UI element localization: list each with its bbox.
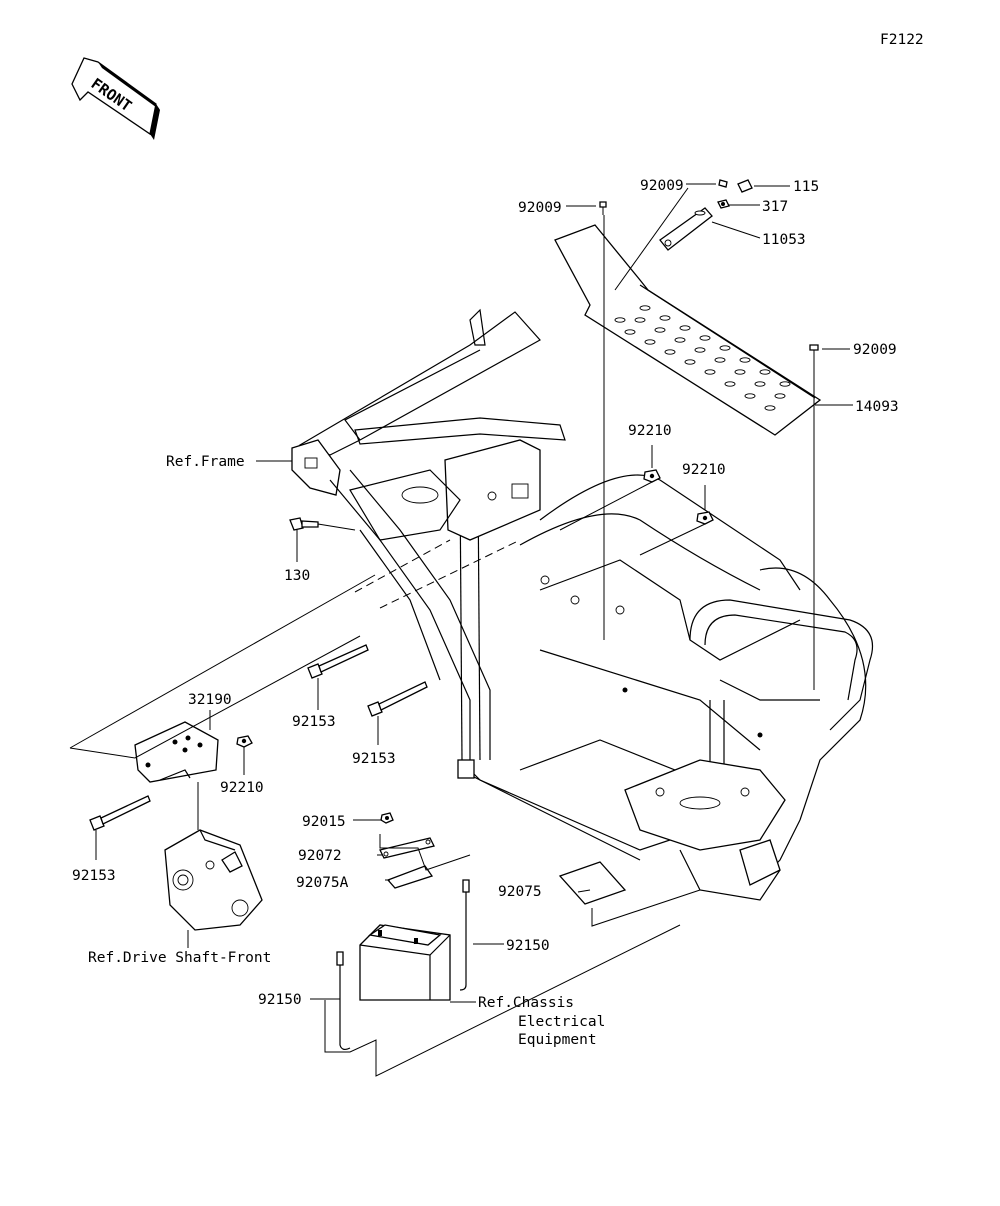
- label-ref-drive-shaft-front: Ref.Drive Shaft-Front: [88, 950, 271, 966]
- nut-92210-c: [236, 735, 253, 748]
- label-92009-a: 92009: [518, 200, 562, 216]
- front-differential: [164, 829, 263, 931]
- bolt-92153-a: [307, 644, 369, 679]
- label-130: 130: [284, 568, 310, 584]
- label-ref-chassis-3: Equipment: [518, 1032, 597, 1048]
- label-92210-a: 92210: [628, 423, 672, 439]
- label-92009-c: 92009: [853, 342, 897, 358]
- rod-92150-b: [336, 951, 351, 1051]
- leader-lines: [69, 183, 853, 1077]
- nut-317: [717, 199, 730, 209]
- label-92072: 92072: [298, 848, 342, 864]
- frame-drawing: [291, 308, 874, 901]
- label-ref-chassis-1: Ref.Chassis: [478, 995, 574, 1011]
- label-92015: 92015: [302, 814, 346, 830]
- pad-92075: [558, 861, 627, 905]
- label-92075A: 92075A: [296, 875, 349, 891]
- figure-id: F2122: [880, 32, 924, 48]
- label-115: 115: [793, 179, 819, 195]
- bracket-32190: [134, 721, 219, 783]
- bracket-11053: [659, 207, 713, 251]
- battery: [359, 924, 451, 1001]
- bolt-92153-b: [367, 681, 428, 717]
- pad-92075A: [386, 865, 434, 889]
- label-92210-c: 92210: [220, 780, 264, 796]
- nut-92015: [380, 812, 394, 824]
- front-arrow-icon: FRONT: [71, 57, 160, 140]
- label-11053: 11053: [762, 232, 806, 248]
- label-92153-a: 92153: [292, 714, 336, 730]
- label-317: 317: [762, 199, 788, 215]
- label-92153-c: 92153: [72, 868, 116, 884]
- label-ref-frame: Ref.Frame: [166, 454, 245, 470]
- cap-115: [737, 179, 753, 193]
- nut-92210-b: [696, 511, 714, 525]
- bolt-130: [289, 517, 319, 531]
- bolt-92153-c: [89, 795, 151, 831]
- label-ref-chassis-2: Electrical: [518, 1014, 605, 1030]
- label-92150-b: 92150: [258, 992, 302, 1008]
- rod-92150-a: [459, 879, 470, 991]
- fastener-92009-top: [599, 179, 819, 358]
- label-32190: 32190: [188, 692, 232, 708]
- label-92075: 92075: [498, 884, 542, 900]
- label-92153-b: 92153: [352, 751, 396, 767]
- skid-plate-14093: [554, 224, 822, 436]
- label-14093: 14093: [855, 399, 899, 415]
- label-92150-a: 92150: [506, 938, 550, 954]
- label-92009-b: 92009: [640, 178, 684, 194]
- nut-92210-a: [643, 469, 661, 483]
- label-92210-b: 92210: [682, 462, 726, 478]
